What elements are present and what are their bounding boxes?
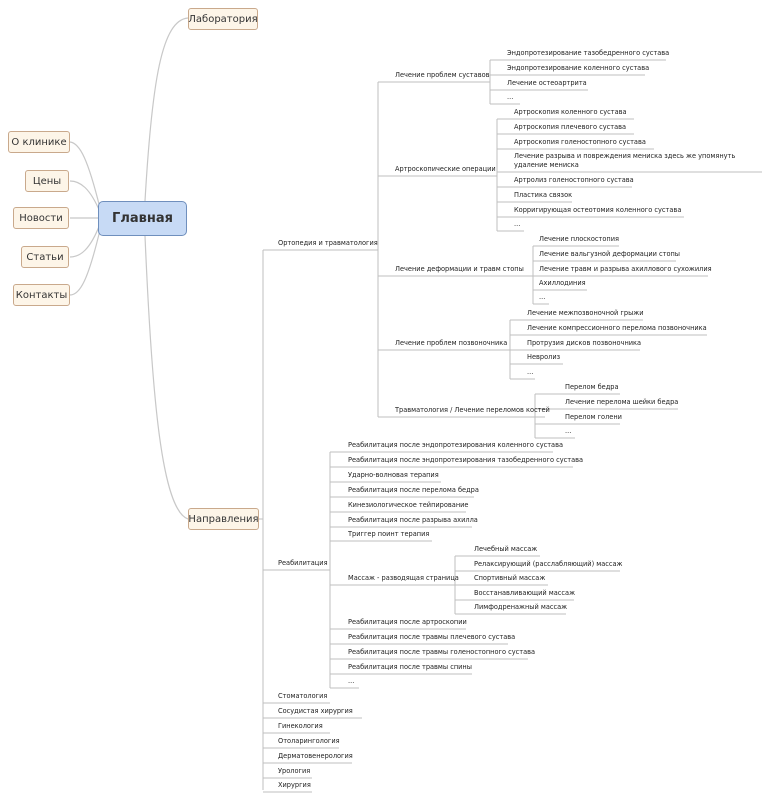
leaf-item[interactable]: Триггер поинт терапия [348, 530, 430, 538]
node-news[interactable]: Новости [13, 207, 69, 229]
leaf-item[interactable]: Восстанавливающий массаж [474, 589, 576, 597]
leaf-item[interactable]: Лечение перелома шейки бедра [565, 398, 679, 406]
node-articles[interactable]: Статьи [21, 246, 69, 268]
ortho-section-foot[interactable]: Лечение деформации и травм стопы [395, 265, 524, 273]
link-prices [69, 180, 101, 213]
leaf-item[interactable]: Реабилитация после травмы спины [348, 663, 472, 671]
leaf-item[interactable]: Артроскопия коленного сустава [514, 108, 627, 116]
leaf-item[interactable]: Лечение межпозвоночной грыжи [527, 309, 644, 317]
leaf-item[interactable]: Артроскопия плечевого сустава [514, 123, 627, 131]
leaf-item[interactable]: Эндопротезирование тазобедренного сустав… [507, 49, 670, 57]
leaf-item[interactable]: Пластика связок [514, 191, 573, 199]
leaf-item[interactable]: ... [507, 93, 514, 101]
leaf-item[interactable]: Реабилитация после разрыва ахилла [348, 516, 478, 524]
leaf-item[interactable]: Протрузия дисков позвоночника [527, 339, 642, 347]
leaf-item[interactable]: Перелом бедра [565, 383, 619, 391]
leaf-item[interactable]: Реабилитация после эндопротезирования ко… [348, 441, 564, 449]
node-directions-label: Направления [188, 513, 259, 525]
node-contacts-label: Контакты [15, 289, 68, 301]
branch-other-item[interactable]: Дерматовенерология [278, 752, 353, 760]
leaf-item[interactable]: Релаксирующий (расслабляющий) массаж [474, 560, 623, 568]
node-prices-label: Цены [32, 175, 62, 187]
leaf-item[interactable]: Лечебный массаж [474, 545, 538, 553]
leaf-item[interactable]: ... [348, 677, 355, 685]
leaf-item[interactable]: Спортивный массаж [474, 574, 546, 582]
branch-other-item[interactable]: Отоларингология [278, 737, 340, 745]
leaf-item[interactable]: ... [565, 427, 572, 435]
leaf-item[interactable]: Реабилитация после перелома бедра [348, 486, 479, 494]
leaf-item[interactable]: Эндопротезирование коленного сустава [507, 64, 650, 72]
leaf-item[interactable]: Артролиз голеностопного сустава [514, 176, 634, 184]
leaf-item[interactable]: Реабилитация после травмы голеностопного… [348, 648, 536, 656]
center-node-home[interactable]: Главная [98, 201, 187, 236]
leaf-item[interactable]: Реабилитация после артроскопии [348, 618, 467, 626]
node-articles-label: Статьи [26, 251, 64, 263]
leaf-item[interactable]: Кинезиологическое тейпирование [348, 501, 469, 509]
branch-ortho[interactable]: Ортопедия и травматология [278, 239, 378, 247]
leaf-item[interactable]: Невролиз [527, 353, 561, 361]
node-laboratory[interactable]: Лаборатория [188, 8, 258, 30]
node-laboratory-label: Лаборатория [188, 13, 258, 25]
node-news-label: Новости [19, 212, 63, 224]
node-about-clinic[interactable]: О клинике [8, 131, 70, 153]
center-node-label: Главная [112, 211, 173, 226]
node-prices[interactable]: Цены [25, 170, 69, 192]
node-contacts[interactable]: Контакты [13, 284, 70, 306]
leaf-item[interactable]: Ударно-волновая терапия [348, 471, 439, 479]
leaf-item[interactable]: Лечение компрессионного перелома позвоно… [527, 324, 707, 332]
link-articles [69, 223, 101, 258]
leaf-item[interactable]: Корригирующая остеотомия коленного суста… [514, 206, 682, 214]
leaf-item[interactable]: Лечение вальгузной деформации стопы [539, 250, 681, 258]
branch-rehab[interactable]: Реабилитация [278, 559, 328, 567]
branch-other-item[interactable]: Сосудистая хирургия [278, 707, 353, 715]
node-directions[interactable]: Направления [188, 508, 259, 530]
link-contacts [69, 229, 101, 296]
leaf-item[interactable]: Лечение травм и разрыва ахиллового сухож… [539, 265, 712, 273]
leaf-item[interactable]: Лечение плоскостопия [539, 235, 619, 243]
leaf-item[interactable]: ... [539, 293, 546, 301]
link-directions [144, 235, 189, 520]
branch-other-item[interactable]: Урология [278, 767, 311, 775]
leaf-item[interactable]: Реабилитация после травмы плечевого суст… [348, 633, 516, 641]
leaf-item[interactable]: ... [527, 368, 534, 376]
leaf-item[interactable]: Реабилитация после эндопротезирования та… [348, 456, 584, 464]
ortho-section-spine[interactable]: Лечение проблем позвоночника [395, 339, 508, 347]
branch-other-item[interactable]: Стоматология [278, 692, 328, 700]
leaf-item[interactable]: Перелом голени [565, 413, 622, 421]
link-about [69, 141, 101, 209]
leaf-item[interactable]: Артроскопия голеностопного сустава [514, 138, 646, 146]
rehab-massage-section[interactable]: Массаж - разводящая страница [348, 574, 459, 582]
ortho-section-joints[interactable]: Лечение проблем суставов [395, 71, 490, 79]
leaf-item[interactable]: Лимфодренажный массаж [474, 603, 568, 611]
ortho-section-trauma[interactable]: Травматология / Лечение переломов костей [395, 406, 550, 414]
link-lab [144, 17, 189, 202]
leaf-item[interactable]: Ахиллодиния [539, 279, 586, 287]
leaf-item-wrapped[interactable]: Лечение разрыва и повреждения мениска зд… [514, 152, 736, 169]
branch-other-item[interactable]: Хирургия [278, 781, 311, 789]
leaf-item[interactable]: Лечение остеоартрита [507, 79, 587, 87]
ortho-section-arthroscopy[interactable]: Артроскопические операции [395, 165, 496, 173]
node-about-clinic-label: О клинике [11, 136, 67, 148]
branch-other-item[interactable]: Гинекология [278, 722, 323, 730]
leaf-item[interactable]: ... [514, 220, 521, 228]
